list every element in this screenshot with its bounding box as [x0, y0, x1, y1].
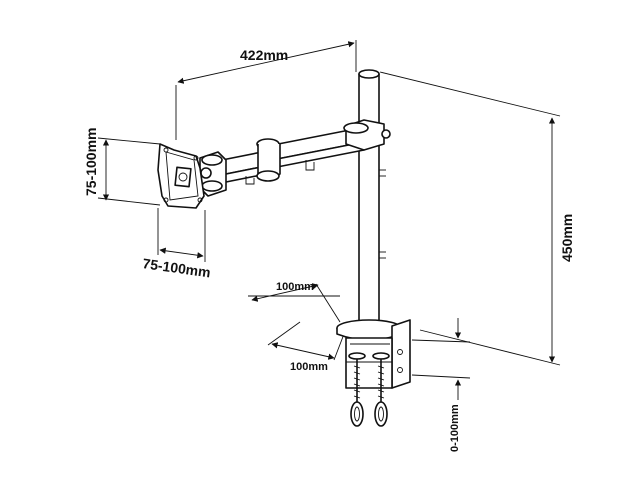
dimension-base-width: 100mm [267, 321, 345, 373]
dimension-pole-height: 450mm [379, 71, 575, 366]
vesa-vertical-label: 75-100mm [83, 128, 99, 197]
pole [358, 69, 386, 327]
clamp-range-label: 0-100mm [449, 404, 461, 452]
dimension-arm-length: 422mm [175, 40, 357, 140]
vesa-plate [157, 143, 205, 209]
arm-length-label: 422mm [240, 47, 288, 63]
dimension-clamp-range: 0-100mm [411, 318, 471, 452]
base-depth-label: 100mm [276, 281, 314, 293]
base-width-label: 100mm [290, 361, 328, 373]
desk-clamp [336, 319, 411, 427]
dimension-vesa-horizontal: 75-100mm [142, 208, 212, 281]
monitor-arm [199, 119, 391, 197]
vesa-horizontal-label: 75-100mm [142, 255, 212, 280]
dimension-base-depth: 100mm [248, 281, 341, 323]
dimension-vesa-vertical: 75-100mm [83, 128, 161, 206]
pole-height-label: 450mm [559, 214, 575, 262]
